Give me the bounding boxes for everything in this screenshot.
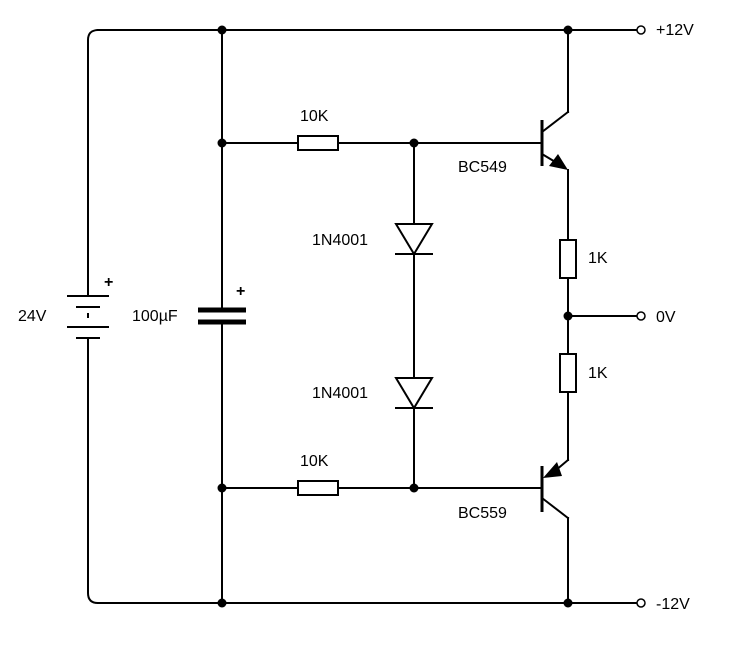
diode-chain: [394, 142, 434, 489]
terminal-zero: [636, 311, 646, 321]
junction-dot: [563, 311, 573, 321]
battery-label: 24V: [18, 308, 47, 325]
diode-bottom-label: 1N4001: [312, 385, 368, 402]
junction-dot: [217, 25, 227, 35]
terminal-pos-label: +12V: [656, 22, 694, 39]
pnp-transistor-bc559: [540, 458, 570, 604]
junction-dot: [409, 138, 419, 148]
npn-label: BC549: [458, 159, 507, 176]
terminal-pos: [636, 25, 646, 35]
npn-transistor-bc549: [540, 29, 570, 241]
capacitor-label: 100µF: [132, 308, 178, 325]
junction-dot: [409, 483, 419, 493]
resistor-1k-lower-label: 1K: [588, 365, 608, 382]
resistor-10k-bottom: [221, 480, 541, 496]
junction-dot: [217, 598, 227, 608]
resistor-1k-upper-label: 1K: [588, 250, 608, 267]
capacitor-100uf: [198, 29, 246, 604]
resistor-10k-top: [221, 135, 541, 151]
junction-dot: [217, 483, 227, 493]
resistor-top-label: 10K: [300, 108, 329, 125]
junction-dot: [217, 138, 227, 148]
resistor-1k-lower: [559, 353, 577, 461]
bottom-rail: [87, 341, 638, 605]
resistor-bottom-label: 10K: [300, 453, 329, 470]
top-rail: [87, 28, 638, 283]
terminal-neg-label: -12V: [656, 596, 690, 613]
capacitor-plus-sign: +: [236, 283, 245, 300]
resistor-1k-upper: [559, 239, 577, 355]
battery-plus-sign: +: [104, 274, 113, 291]
terminal-zero-label: 0V: [656, 309, 676, 326]
junction-dot: [563, 25, 573, 35]
terminal-neg: [636, 598, 646, 608]
junction-dot: [563, 598, 573, 608]
pnp-label: BC559: [458, 505, 507, 522]
battery-24v: [67, 281, 109, 343]
diode-top-label: 1N4001: [312, 232, 368, 249]
